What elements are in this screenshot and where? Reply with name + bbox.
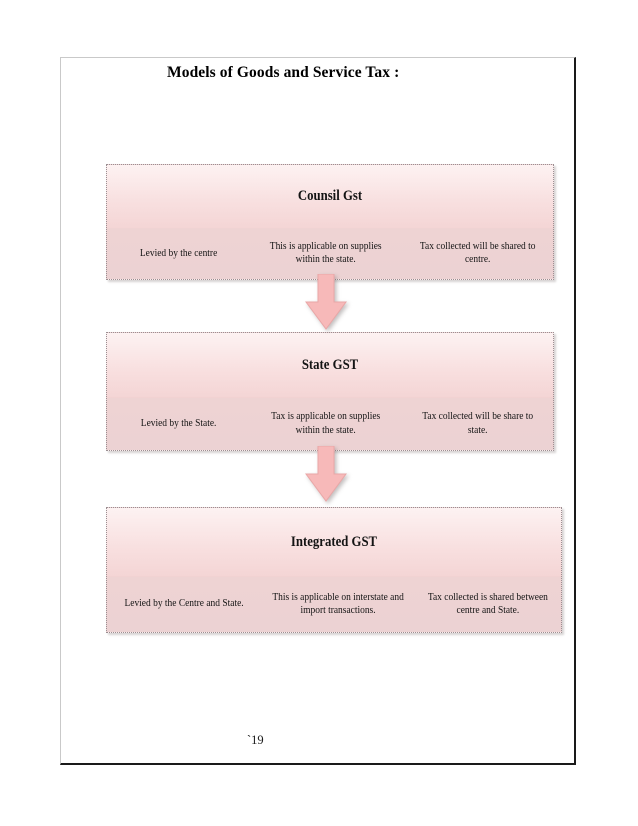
- arrow-down-icon: [305, 274, 347, 330]
- flow-box-header: State GST: [301, 356, 359, 373]
- flow-box-cell: Tax collected is shared between centre a…: [428, 591, 549, 617]
- page-title: Models of Goods and Service Tax :: [167, 64, 400, 81]
- flow-box-columns: Levied by the centre This is applicable …: [107, 228, 553, 279]
- flow-box-columns: Levied by the State. Tax is applicable o…: [107, 397, 553, 450]
- flow-box-header: Integrated GST: [290, 533, 378, 550]
- flow-box-cell: Levied by the Centre and State.: [124, 598, 244, 610]
- flow-box-cell: Tax is applicable on supplies within the…: [271, 411, 381, 436]
- flow-box-header: Counsil Gst: [297, 187, 363, 204]
- flow-box-council-gst[interactable]: Counsil Gst Levied by the centre This is…: [106, 164, 554, 280]
- page-number: `19: [247, 733, 264, 747]
- document-page: Models of Goods and Service Tax : Counsi…: [60, 57, 576, 765]
- flow-box-columns: Levied by the Centre and State. This is …: [107, 576, 561, 632]
- flow-box-cell: Levied by the centre: [139, 247, 218, 259]
- flow-box-state-gst[interactable]: State GST Levied by the State. Tax is ap…: [106, 332, 554, 451]
- flow-box-integrated-gst[interactable]: Integrated GST Levied by the Centre and …: [106, 507, 562, 633]
- flow-box-cell: Tax collected will be shared to centre.: [419, 240, 536, 266]
- flow-box-cell: Levied by the State.: [140, 417, 217, 429]
- flow-box-cell: This is applicable on supplies within th…: [269, 240, 382, 266]
- arrow-down-icon: [305, 446, 347, 502]
- flow-box-cell: This is applicable on interstate and imp…: [272, 591, 404, 617]
- flow-box-cell: Tax collected will be share to state.: [421, 411, 533, 436]
